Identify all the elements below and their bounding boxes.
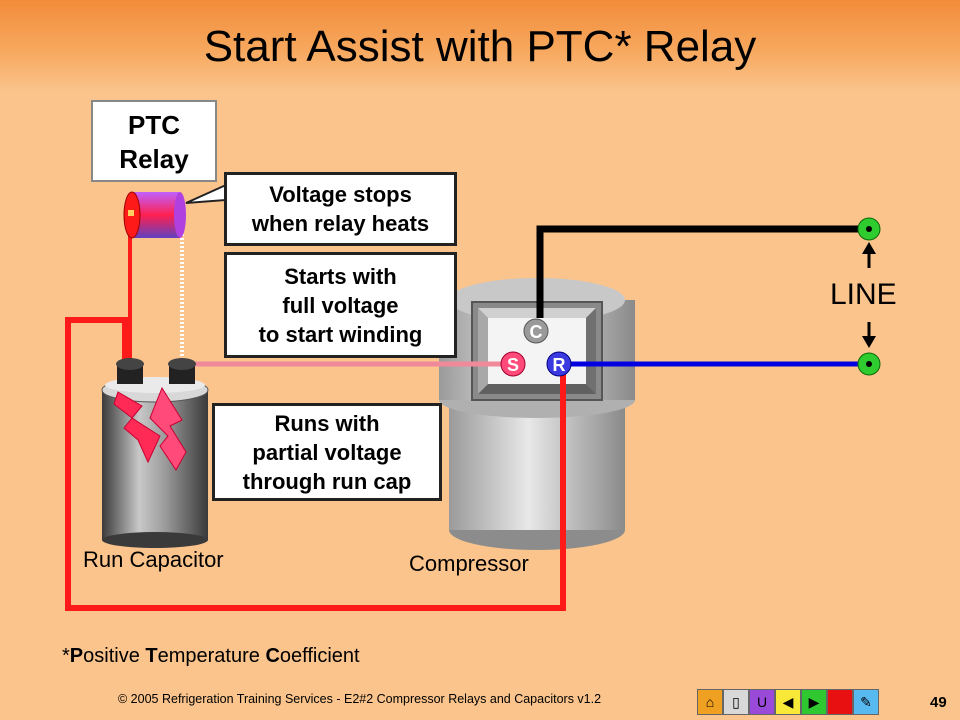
copyright-footer: © 2005 Refrigeration Training Services -… [118, 692, 602, 706]
line-label: LINE [830, 278, 897, 311]
capacitor-terminals [116, 358, 196, 384]
home-icon[interactable]: ⌂ [697, 689, 723, 715]
compressor-label: Compressor [409, 551, 529, 576]
footnote-part: C [265, 645, 280, 667]
callout-runs-with: Runs with partial voltage through run ca… [212, 403, 442, 501]
ptc-relay-label-text: PTC Relay [119, 110, 189, 174]
footnote-part: ositive [83, 645, 146, 667]
footnote-part: oefficient [279, 645, 360, 667]
title-band [0, 0, 960, 92]
document-icon[interactable]: ▯ [723, 689, 749, 715]
previous-arrow-icon[interactable]: ◀ [775, 689, 801, 715]
callout-starts-with: Starts with full voltage to start windin… [224, 252, 457, 358]
footnote-part: T [145, 645, 158, 667]
terminal-run-label: R [553, 355, 566, 375]
ptc-relay-label: PTC Relay [91, 100, 217, 182]
line-arrow-icons [862, 242, 876, 348]
return-icon[interactable]: U [749, 689, 775, 715]
sound-icon[interactable]: ✎ [853, 689, 879, 715]
compressor-terminals [500, 318, 572, 377]
footnote-part: * [62, 645, 70, 667]
page-title: Start Assist with PTC* Relay [203, 22, 757, 71]
ptc-relay [123, 191, 186, 239]
run-capacitor-label: Run Capacitor [83, 547, 224, 572]
line-terminals [857, 217, 881, 376]
navigation-bar: ⌂▯U◀▶ ✎ [697, 689, 879, 715]
callout-pointer [185, 183, 227, 204]
terminal-common-label: C [530, 322, 543, 342]
next-arrow-icon[interactable]: ▶ [801, 689, 827, 715]
footnote-part: P [69, 645, 84, 667]
stop-icon[interactable] [827, 689, 853, 715]
wiring [65, 216, 868, 611]
terminal-start-label: S [507, 355, 519, 375]
page-number: 49 [930, 694, 947, 711]
lightning-bolt-icons [113, 386, 187, 471]
footnote-part: emperature [157, 645, 266, 667]
callout-voltage-stops: Voltage stops when relay heats [224, 172, 457, 246]
footnote: *Positive Temperature Coefficient [62, 645, 360, 668]
